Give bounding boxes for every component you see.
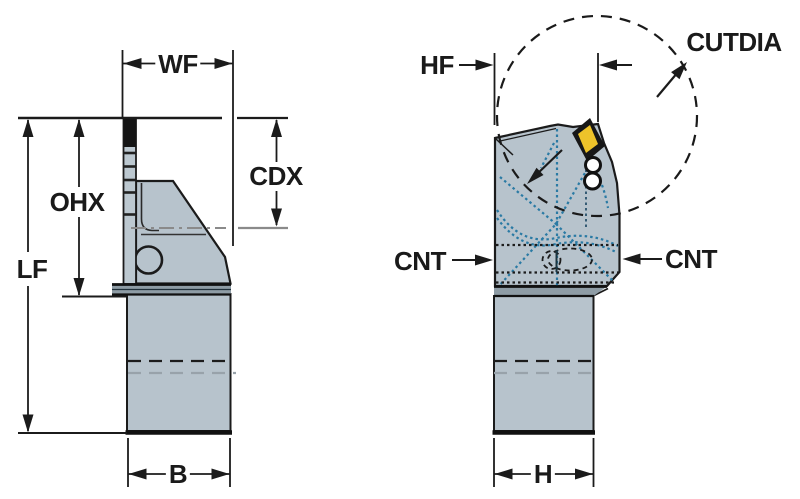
dim-label-b: B bbox=[165, 461, 191, 487]
left-blade-seat-ticks bbox=[124, 151, 136, 216]
cutdia-circle bbox=[495, 14, 699, 218]
dim-label-h: H bbox=[530, 461, 556, 487]
b-arrow-right bbox=[211, 468, 230, 480]
lf-dimension bbox=[22, 119, 34, 433]
right-shank bbox=[493, 295, 595, 432]
b-arrow-left bbox=[128, 468, 147, 480]
right-head-top-inner-edge bbox=[497, 127, 557, 143]
cutdia-leader-arrow bbox=[656, 62, 687, 98]
wf-arrow-right bbox=[214, 58, 233, 69]
hf-dimension bbox=[459, 53, 632, 125]
cdx-dimension bbox=[271, 119, 282, 227]
dim-label-cdx: CDX bbox=[246, 163, 306, 189]
lf-arrow-up bbox=[22, 119, 34, 137]
dim-label-ohx: OHX bbox=[46, 189, 108, 215]
keyhole-clamp-hole bbox=[583, 156, 602, 191]
cnt-right-arrow bbox=[622, 253, 663, 265]
left-screw-hole bbox=[133, 245, 164, 275]
ohx-dimension bbox=[73, 119, 85, 296]
feed-direction-arrow bbox=[527, 149, 563, 184]
right-shank-step bbox=[593, 287, 609, 297]
insert-yellow bbox=[578, 125, 598, 153]
h-arrow-left bbox=[494, 468, 513, 480]
dim-label-cnt-left: CNT bbox=[391, 248, 449, 274]
dim-label-wf: WF bbox=[155, 51, 201, 77]
cutting-insert bbox=[572, 118, 605, 161]
right-head-hidden-horizontals bbox=[496, 243, 619, 284]
ohx-arrow-up bbox=[73, 119, 85, 137]
dim-label-hf: HF bbox=[417, 52, 457, 78]
lf-arrow-down bbox=[22, 414, 34, 433]
ohx-arrow-down bbox=[73, 278, 85, 296]
right-head-bottom-band bbox=[494, 286, 607, 296]
cdx-arrow-down bbox=[271, 208, 282, 227]
right-view-drawing bbox=[452, 14, 699, 487]
hf-arrow bbox=[475, 59, 494, 71]
wf-arrow-left bbox=[123, 58, 142, 69]
left-blade-insert-tip bbox=[123, 118, 136, 147]
cdx-arrow-up bbox=[271, 119, 282, 137]
cnt-left-arrow bbox=[452, 254, 493, 266]
right-hidden-hole-circle bbox=[541, 250, 562, 270]
dim-label-cutdia: CUTDIA bbox=[683, 29, 785, 55]
right-hidden-hole-ellipse bbox=[547, 247, 593, 272]
hf-arrow-right bbox=[599, 59, 617, 71]
dim-label-cnt-right: CNT bbox=[662, 246, 720, 272]
left-view-drawing bbox=[18, 50, 288, 487]
h-arrow-right bbox=[575, 468, 593, 480]
dim-label-lf: LF bbox=[13, 256, 51, 282]
left-shank bbox=[126, 293, 232, 432]
